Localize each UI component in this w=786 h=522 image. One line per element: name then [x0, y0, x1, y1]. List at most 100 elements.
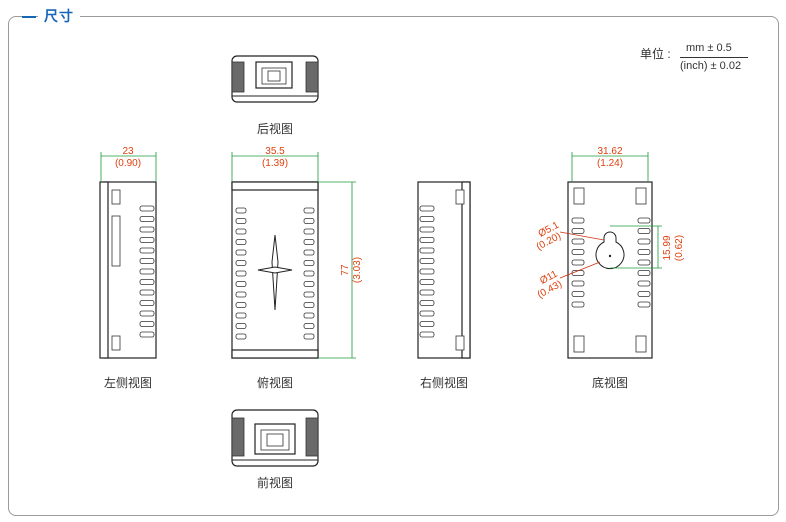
rear-view-label: 后视图 — [256, 122, 293, 136]
right-side-view-label: 右侧视图 — [419, 376, 468, 390]
unit-mm-tolerance: mm ± 0.5 — [686, 42, 732, 54]
vent-fin — [419, 247, 435, 254]
dimensions-frame — [8, 16, 779, 516]
vent-fin — [139, 205, 155, 212]
hole-spacing-mm: 15.99 — [662, 235, 673, 260]
vent-fin — [571, 270, 585, 276]
vent-fin — [235, 312, 247, 319]
unit-fraction-line — [680, 57, 748, 58]
vent-fin — [303, 302, 315, 308]
front-view — [231, 409, 319, 467]
vent-fin — [637, 259, 651, 266]
hole-spacing-in: (0.62) — [674, 235, 685, 261]
vent-fin — [571, 217, 585, 224]
vent-fin — [419, 237, 435, 243]
vent-fin — [419, 300, 435, 306]
vent-fin — [303, 323, 315, 329]
vent-fin — [419, 205, 435, 212]
top-view-label: 俯视图 — [256, 376, 293, 390]
dimension-lines — [100, 152, 662, 359]
vent-fin — [139, 237, 155, 243]
bottom-view — [567, 181, 653, 359]
vent-fin — [637, 228, 651, 234]
left-side-view — [99, 181, 157, 359]
vent-fin — [139, 289, 155, 296]
vent-fin — [637, 270, 651, 276]
vent-fin — [303, 228, 315, 235]
vent-fin — [235, 228, 247, 235]
bottom-view-label: 底视图 — [591, 376, 628, 390]
top-width-in: (1.39) — [262, 158, 288, 169]
left-width-in: (0.90) — [115, 158, 141, 169]
vent-fin — [419, 310, 435, 317]
vent-fin — [419, 289, 435, 296]
vent-fin — [139, 247, 155, 254]
vent-fin — [419, 268, 435, 275]
vent-fin — [235, 270, 247, 277]
vent-fin — [139, 300, 155, 306]
vent-fin — [235, 291, 247, 298]
top-view — [231, 181, 319, 359]
vent-fin — [303, 333, 315, 340]
vent-fin — [139, 216, 155, 222]
section-title: 尺寸 — [38, 6, 80, 26]
vent-fin — [637, 291, 651, 297]
front-view-label: 前视图 — [256, 476, 293, 490]
vent-fin — [571, 280, 585, 287]
vent-fin — [571, 228, 585, 234]
vent-fin — [235, 333, 247, 340]
vent-fin — [637, 280, 651, 287]
vent-fin — [303, 291, 315, 298]
vent-fin — [303, 239, 315, 245]
vent-fin — [571, 249, 585, 255]
rear-view — [231, 55, 319, 103]
vent-fin — [139, 321, 155, 327]
vent-fin — [235, 218, 247, 224]
left-side-view-label: 左侧视图 — [103, 376, 152, 390]
dimension-labels: 23 (0.90) 35.5 (1.39) 31.62 (1.24) 77 (3… — [115, 146, 685, 301]
unit-inch-tolerance: (inch) ± 0.02 — [680, 60, 742, 72]
vent-fin — [235, 239, 247, 245]
vent-fin — [235, 260, 247, 266]
vent-fin — [139, 268, 155, 275]
vent-fin — [303, 260, 315, 266]
vent-fin — [303, 270, 315, 277]
vent-fin — [571, 238, 585, 245]
vent-fin — [303, 207, 315, 214]
vent-fin — [419, 331, 435, 338]
vent-fin — [637, 249, 651, 255]
length-mm: 77 — [340, 264, 351, 276]
length-in: (3.03) — [352, 257, 363, 283]
vent-fin — [139, 331, 155, 338]
vent-fin — [303, 218, 315, 224]
vent-fin — [419, 321, 435, 327]
vent-fin — [139, 310, 155, 317]
bottom-width-in: (1.24) — [597, 158, 623, 169]
unit-label: 单位 : — [640, 47, 671, 61]
right-side-view — [417, 181, 471, 359]
vent-fin — [235, 281, 247, 287]
vent-fin — [637, 301, 651, 308]
vent-fin — [637, 217, 651, 224]
vent-fin — [419, 226, 435, 233]
vent-fin — [139, 279, 155, 285]
top-width-mm: 35.5 — [265, 146, 285, 157]
vent-fin — [571, 291, 585, 297]
title-accent-bar — [22, 16, 36, 18]
vent-fin — [235, 302, 247, 308]
vent-fin — [571, 259, 585, 266]
vent-fin — [303, 281, 315, 287]
vent-fin — [419, 258, 435, 264]
vent-fin — [419, 279, 435, 285]
vent-fin — [637, 238, 651, 245]
vent-fin — [235, 207, 247, 214]
vent-fin — [139, 258, 155, 264]
vent-fin — [303, 312, 315, 319]
vent-fin — [571, 301, 585, 308]
bottom-width-mm: 31.62 — [597, 146, 622, 157]
vent-fin — [235, 323, 247, 329]
left-width-mm: 23 — [122, 146, 134, 157]
vent-fin — [139, 226, 155, 233]
vent-fin — [303, 249, 315, 256]
